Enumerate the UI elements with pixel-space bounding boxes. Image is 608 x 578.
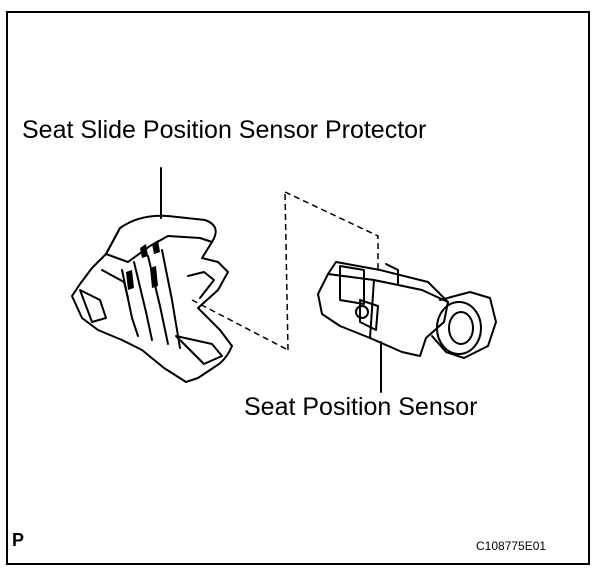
protector-slot-2: [152, 240, 160, 254]
sensor-connector: [339, 265, 365, 305]
sensor-callout-label: Seat Position Sensor: [244, 393, 478, 421]
seat-position-sensor: [317, 261, 497, 359]
page-marker: P: [12, 530, 25, 550]
figure-code: C108775E01: [476, 539, 547, 553]
sensor-mount-hole-inner: [448, 311, 474, 345]
protector-inner-edge: [101, 269, 129, 299]
sensor-tab: [385, 263, 399, 285]
protector-slot-4: [150, 266, 158, 288]
sensor-body: [317, 273, 449, 357]
sensor-pin: [355, 305, 369, 319]
sensor-mount-hole-outer: [436, 301, 482, 355]
protector-rib-4: [161, 249, 181, 349]
alignment-guide-vertical: [284, 191, 289, 351]
protector-step: [187, 271, 215, 299]
protector-outline: [71, 214, 233, 383]
protector-callout-label: Seat Slide Position Sensor Protector: [22, 116, 427, 144]
figure-frame: [6, 11, 590, 565]
protector-slot-3: [126, 270, 134, 290]
seat-slide-position-sensor-protector: [71, 214, 233, 383]
protector-clip-left: [79, 289, 107, 323]
alignment-guides: [191, 191, 379, 351]
protector-slot-1: [140, 244, 148, 258]
alignment-guide-upper: [284, 191, 379, 272]
sensor-top-face: [327, 261, 449, 303]
protector-clip-front: [175, 335, 223, 365]
protector-rib-2: [133, 261, 153, 341]
sensor-side-plate: [359, 299, 379, 331]
sensor-flange: [431, 291, 497, 359]
protector-top-edge: [105, 227, 213, 263]
alignment-guide-lower: [191, 299, 289, 351]
